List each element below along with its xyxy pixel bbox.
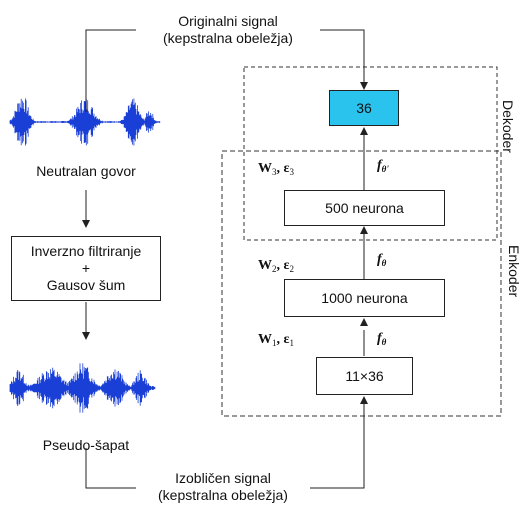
pseudo-whisper-waveform (9, 363, 156, 413)
process-line-1: Inverzno filtriranje (30, 243, 142, 259)
arrowhead (82, 220, 90, 228)
arrowhead (360, 127, 368, 135)
weights-3-label: W3, ε3 (258, 161, 294, 177)
input-activation-label: fθ (377, 331, 387, 347)
input-layer-box: 11×36 (316, 357, 413, 395)
arrowhead (360, 318, 368, 326)
decoder-label: Dekoder (500, 100, 516, 153)
original-signal-title: Originalni signal (178, 13, 278, 29)
weights-1-label: W1, ε1 (258, 332, 294, 348)
inverse-filter-box: Inverzno filtriranje + Gausov šum (11, 236, 161, 301)
distorted-signal-title: Izobličen signal (175, 470, 271, 486)
weights-2-label: W2, ε2 (258, 258, 294, 274)
waveform-trace (9, 363, 156, 413)
process-line-2: + (81, 260, 91, 276)
decoder-dashed-box (243, 66, 498, 241)
hidden-activation-label: fθ (377, 252, 387, 268)
arrowhead (82, 332, 90, 340)
original-signal-line (85, 29, 136, 112)
arrowhead (360, 82, 368, 90)
hidden-layer-1000-box: 1000 neurona (284, 279, 445, 317)
original-signal-line-right (320, 29, 365, 84)
distorted-signal-line-right (310, 402, 365, 489)
neutral-speech-waveform (9, 98, 161, 146)
arrowhead (360, 226, 368, 234)
distorted-signal-label: Izobličen signal (kepstralna obeležja) (136, 470, 310, 504)
encoder-dashed-box (221, 150, 502, 417)
decoder-activation-label: fθ' (377, 158, 389, 174)
original-signal-label: Originalni signal (kepstralna obeležja) (136, 13, 320, 47)
output-layer-box: 36 (329, 90, 399, 126)
arrowhead (360, 396, 368, 404)
hidden-layer-500-box: 500 neurona (284, 190, 445, 226)
neutral-speech-caption: Neutralan govor (36, 163, 136, 179)
pseudo-whisper-caption: Pseudo-šapat (42, 437, 130, 453)
original-signal-subtitle: (kepstralna obeležja) (163, 30, 293, 46)
process-line-3: Gausov šum (46, 277, 126, 293)
waveform-trace (9, 98, 161, 146)
distorted-signal-subtitle: (kepstralna obeležja) (158, 487, 288, 503)
encoder-label: Enkoder (506, 245, 522, 298)
distorted-signal-line (85, 448, 136, 489)
